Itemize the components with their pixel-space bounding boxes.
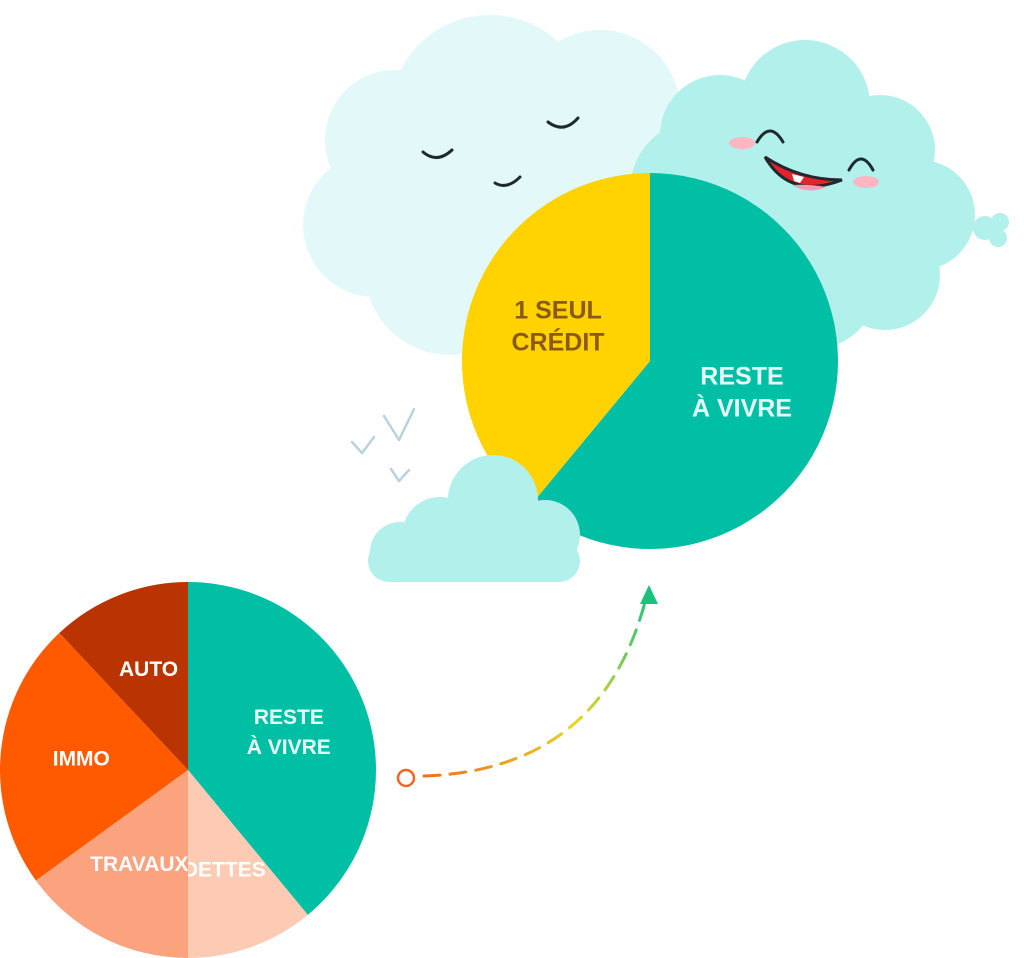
- pie-after-label-1-seul-credit-line-1: 1 SEUL: [514, 296, 602, 324]
- tooth: [792, 174, 804, 183]
- cheek-left: [729, 137, 755, 149]
- smiling-eye-left: [755, 129, 785, 144]
- pie-chart-after: RESTE À VIVRE 1 SEUL CRÉDIT: [462, 172, 838, 549]
- pie-before-label-auto-line-1: AUTO: [119, 658, 178, 681]
- pie-before-slice-travaux: [35, 770, 189, 958]
- pie-after-label-reste-a-vivre-line-1: RESTE: [700, 363, 783, 391]
- pie-before-label-reste-a-vivre-line-2: À VIVRE: [247, 736, 331, 759]
- closed-eye-left: [421, 148, 454, 159]
- cheek-right: [853, 176, 879, 188]
- pie-before-label-immo-line-1: IMMO: [53, 747, 110, 770]
- laughing-mouth: [763, 155, 843, 188]
- happy-face: [729, 129, 879, 191]
- sparkle-mark-2: [382, 407, 416, 442]
- pie-before-slice-reste-a-vivre: [188, 582, 376, 915]
- arrow-path: [422, 600, 647, 778]
- pie-before-label-dettes-line-1: DETTES: [183, 858, 266, 881]
- smiling-eye-right: [847, 157, 875, 172]
- pie-after-slice-reste-a-vivre: [530, 172, 838, 549]
- transition-arrow: [396, 585, 658, 788]
- pie-after-slice-1-seul-credit: [462, 173, 650, 506]
- pie-after-label-reste-a-vivre-line-2: À VIVRE: [692, 394, 792, 423]
- sleepy-face: [421, 116, 580, 187]
- tongue: [792, 184, 826, 191]
- sparkle-marks: [350, 407, 416, 483]
- pie-before-slice-dettes: [188, 770, 308, 958]
- arrow-start-dot: [396, 768, 416, 788]
- sparkle-mark-1: [350, 435, 376, 455]
- pie-before-label-reste-a-vivre-line-1: RESTE: [254, 706, 324, 729]
- sparkle-mark-3: [389, 467, 411, 483]
- pie-before-label-travaux-line-1: TRAVAUX: [90, 853, 188, 876]
- pie-after-label-1-seul-credit-line-2: CRÉDIT: [511, 327, 604, 356]
- closed-eye-right: [546, 116, 580, 129]
- small-cloud: [368, 455, 580, 582]
- pie-before-slice-immo: [0, 632, 188, 881]
- pie-before-slice-auto: [59, 582, 188, 770]
- arrow-head-icon: [640, 585, 658, 604]
- sleepy-mouth: [493, 175, 522, 187]
